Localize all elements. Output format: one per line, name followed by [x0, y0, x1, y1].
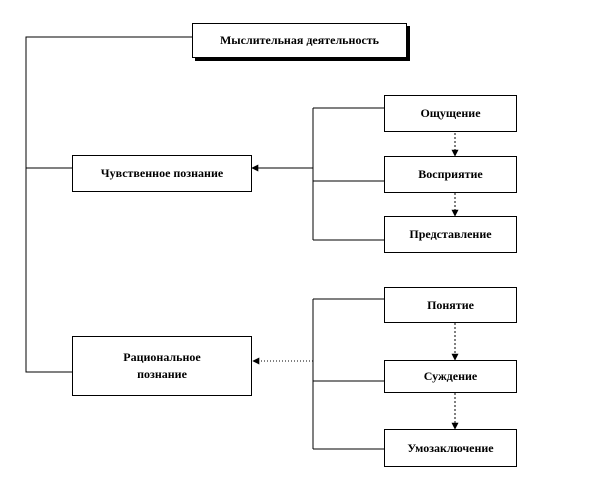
rational-cognition-label-line2: познание [137, 367, 187, 381]
rational-cognition-node: Рациональное познание [72, 336, 252, 396]
judgment-label: Суждение [423, 369, 478, 383]
concept-label: Понятие [427, 297, 474, 312]
inference-node: Умозаключение [384, 429, 517, 467]
perception-node: Восприятие [384, 156, 517, 193]
sensation-label: Ощущение [420, 106, 481, 120]
judgment-node: Суждение [384, 360, 517, 393]
spine-line [25, 36, 192, 373]
sensory-cognition-node: Чувственное познание [72, 155, 252, 192]
concept-node: Понятие [384, 287, 517, 323]
sensation-node: Ощущение [384, 95, 517, 132]
representation-node: Представление [384, 216, 517, 253]
rational-cognition-label-line1: Рациональное [123, 350, 201, 364]
root-node-label: Мыслительная деятельность [219, 33, 380, 47]
inference-label: Умозаключение [407, 440, 494, 455]
root-node-thinking-activity: Мыслительная деятельность [192, 23, 407, 58]
sensory-cognition-label: Чувственное познание [100, 166, 224, 180]
representation-label: Представление [409, 227, 492, 241]
perception-label: Восприятие [418, 167, 483, 181]
